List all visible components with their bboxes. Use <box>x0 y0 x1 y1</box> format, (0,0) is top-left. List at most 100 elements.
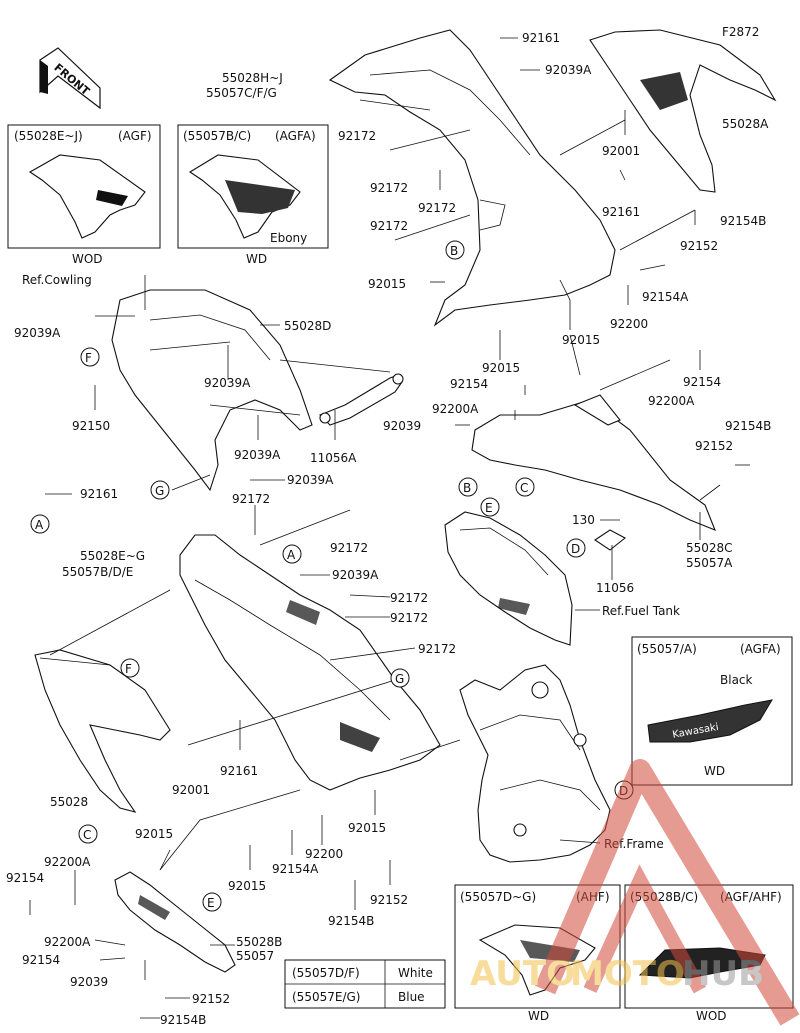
leader-lines <box>29 37 750 1019</box>
svg-text:(AGF): (AGF) <box>118 129 152 143</box>
svg-text:WOD: WOD <box>696 1009 727 1023</box>
svg-text:AUTO: AUTO <box>470 954 575 994</box>
svg-text:(AGF/AHF): (AGF/AHF) <box>720 890 782 904</box>
svg-text:55028A: 55028A <box>722 117 769 131</box>
callouts: B F G A B C E D A F G D C E <box>30 240 634 912</box>
svg-text:55057C/F/G: 55057C/F/G <box>206 86 277 100</box>
svg-text:White: White <box>398 966 433 980</box>
svg-text:92015: 92015 <box>135 827 173 841</box>
svg-text:92172: 92172 <box>418 201 456 215</box>
svg-text:92150: 92150 <box>72 419 110 433</box>
svg-text:92172: 92172 <box>338 129 376 143</box>
svg-text:55028C: 55028C <box>686 541 733 555</box>
svg-text:92161: 92161 <box>522 31 560 45</box>
svg-text:92039A: 92039A <box>545 63 592 77</box>
svg-text:92172: 92172 <box>232 492 270 506</box>
callout-g-mid: G <box>390 668 410 688</box>
callout-c-mid: C <box>515 477 535 497</box>
callout-a-mid: A <box>282 544 302 564</box>
fuel-tank-ref <box>444 511 573 646</box>
svg-text:92172: 92172 <box>418 642 456 656</box>
svg-text:92154B: 92154B <box>160 1013 206 1027</box>
color-table: (55057D/F) White (55057E/G) Blue <box>284 959 446 1009</box>
svg-text:92154: 92154 <box>22 953 60 967</box>
svg-text:92154: 92154 <box>6 871 44 885</box>
svg-text:B: B <box>463 481 471 495</box>
svg-text:(55057/A): (55057/A) <box>637 642 697 656</box>
svg-text:92152: 92152 <box>695 439 733 453</box>
svg-text:92152: 92152 <box>680 239 718 253</box>
svg-text:92001: 92001 <box>602 144 640 158</box>
svg-text:F: F <box>125 662 132 676</box>
frame-ref <box>459 664 611 863</box>
part-labels: F2872 92161 92039A 55028H~J 55057C/F/G 9… <box>6 25 771 1027</box>
ref-fuel-tank: Ref.Fuel Tank <box>602 604 680 618</box>
inset-agfa-black <box>631 636 793 786</box>
svg-text:92001: 92001 <box>172 783 210 797</box>
svg-text:92154A: 92154A <box>272 862 319 876</box>
svg-text:11056A: 11056A <box>310 451 357 465</box>
svg-text:55028H~J: 55028H~J <box>222 71 283 85</box>
svg-text:(55057D~G): (55057D~G) <box>460 890 536 904</box>
svg-text:Ebony: Ebony <box>270 231 307 245</box>
svg-text:D: D <box>571 542 580 556</box>
svg-text:Blue: Blue <box>398 990 425 1004</box>
side-cowling-55028 <box>34 649 171 813</box>
svg-text:F: F <box>85 351 92 365</box>
callout-e-bottom: E <box>202 892 222 912</box>
svg-text:55028E~G: 55028E~G <box>80 549 145 563</box>
svg-text:G: G <box>395 672 404 686</box>
svg-text:92039A: 92039A <box>14 326 61 340</box>
upper-cowling <box>328 29 616 327</box>
svg-text:92154A: 92154A <box>642 290 689 304</box>
callout-f-top: F <box>80 347 100 367</box>
callout-a-left: A <box>30 514 50 534</box>
inset-agf-caption: WOD <box>72 252 103 266</box>
svg-text:92200A: 92200A <box>44 935 91 949</box>
svg-text:(55057E/G): (55057E/G) <box>292 990 360 1004</box>
svg-text:C: C <box>520 481 528 495</box>
svg-text:A: A <box>35 518 44 532</box>
svg-text:130: 130 <box>572 513 595 527</box>
svg-text:C: C <box>83 828 91 842</box>
watermark: AUTO MOTO HUB <box>470 759 800 1026</box>
callout-c-bottom: C <box>78 824 98 844</box>
svg-text:55028B: 55028B <box>236 935 282 949</box>
svg-text:92154: 92154 <box>683 375 721 389</box>
svg-text:HUB: HUB <box>682 954 764 994</box>
lower-cowling-55028c <box>471 399 716 531</box>
callout-e-mid: E <box>480 497 500 517</box>
svg-text:92039A: 92039A <box>204 376 251 390</box>
svg-text:92154B: 92154B <box>328 914 374 928</box>
bracket-11056 <box>594 529 626 551</box>
svg-text:92015: 92015 <box>228 879 266 893</box>
svg-text:92154B: 92154B <box>720 214 766 228</box>
svg-text:92039: 92039 <box>70 975 108 989</box>
svg-text:92161: 92161 <box>220 764 258 778</box>
svg-text:92200: 92200 <box>305 847 343 861</box>
svg-text:92172: 92172 <box>330 541 368 555</box>
svg-text:92172: 92172 <box>370 181 408 195</box>
svg-text:92200A: 92200A <box>432 402 479 416</box>
svg-text:55057: 55057 <box>236 949 274 963</box>
svg-text:55028: 55028 <box>50 795 88 809</box>
svg-text:92015: 92015 <box>348 821 386 835</box>
svg-text:55028D: 55028D <box>284 319 331 333</box>
svg-text:92015: 92015 <box>482 361 520 375</box>
cowling-inset-agf <box>28 154 146 239</box>
svg-text:92161: 92161 <box>80 487 118 501</box>
bottom-cowling-55028b <box>114 871 236 973</box>
svg-text:92200: 92200 <box>610 317 648 331</box>
svg-text:92154: 92154 <box>450 377 488 391</box>
svg-text:(AGFA): (AGFA) <box>740 642 781 656</box>
svg-text:92015: 92015 <box>562 333 600 347</box>
svg-text:(AGFA): (AGFA) <box>275 129 316 143</box>
svg-text:(55057B/C): (55057B/C) <box>183 129 251 143</box>
svg-text:(55057D/F): (55057D/F) <box>292 966 360 980</box>
callout-g-top: G <box>150 480 170 500</box>
svg-text:92039A: 92039A <box>287 473 334 487</box>
ref-cowling: Ref.Cowling <box>22 273 92 287</box>
svg-text:55057A: 55057A <box>686 556 733 570</box>
callout-f-mid: F <box>120 658 140 678</box>
